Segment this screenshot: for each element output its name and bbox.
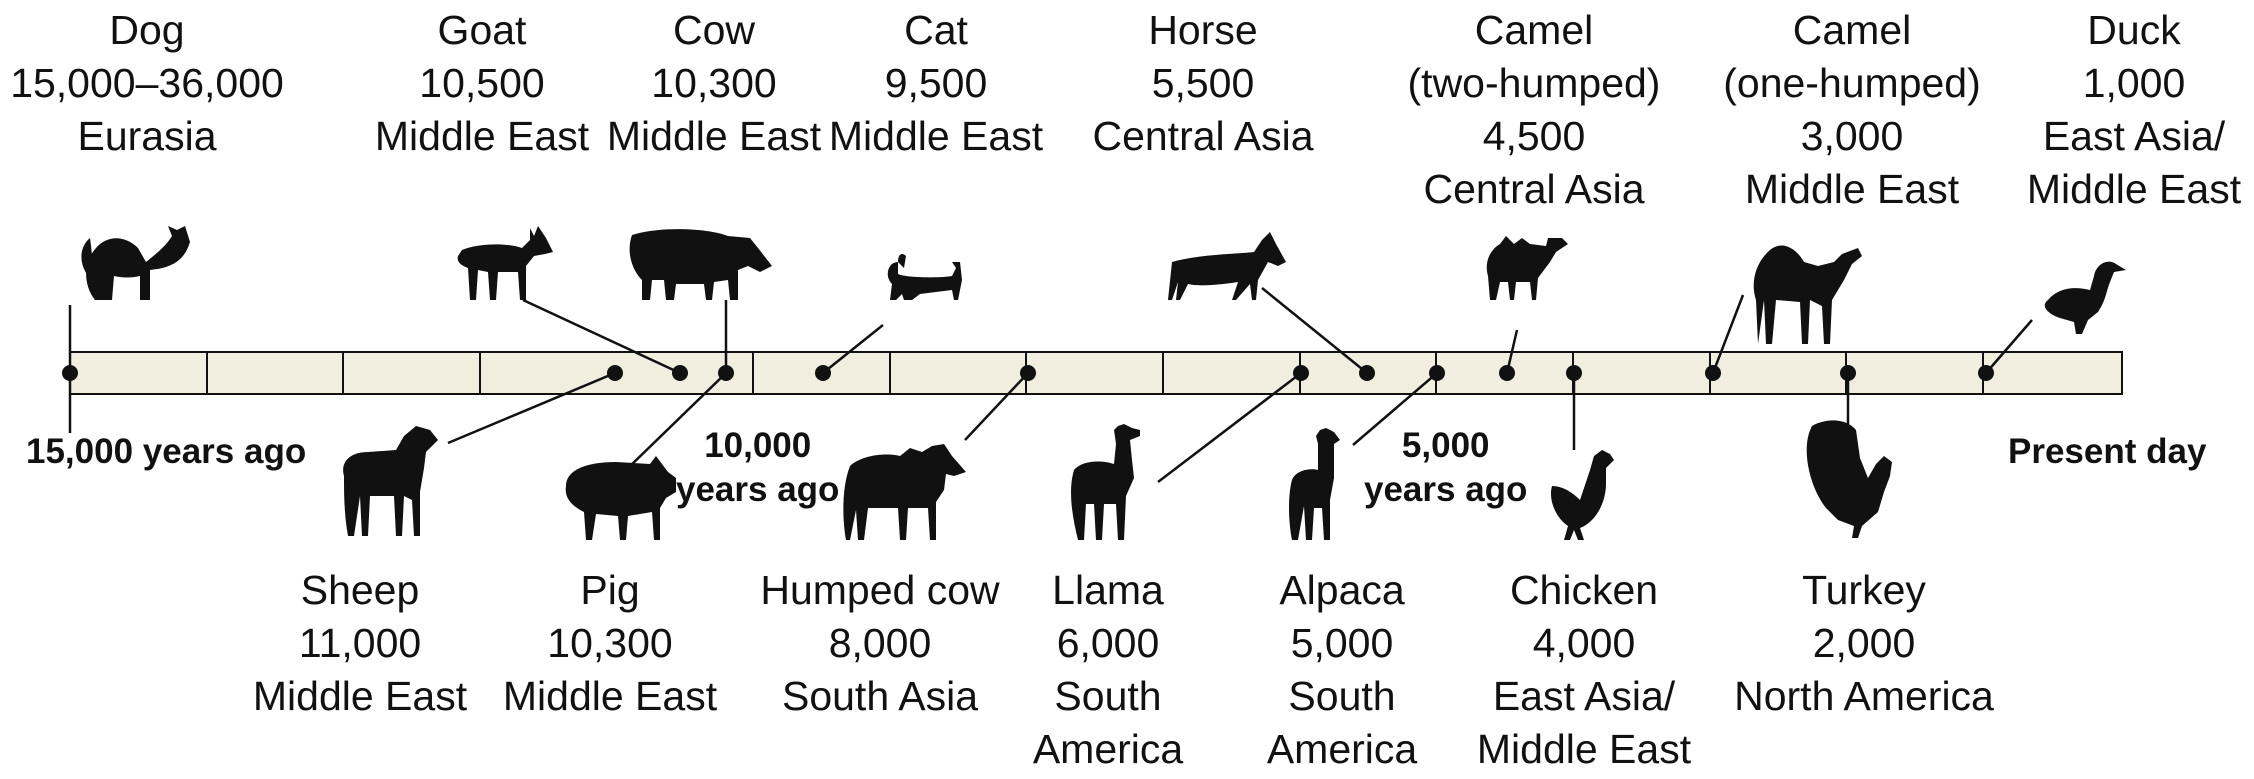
dot-cow-pig — [718, 365, 734, 381]
axis-label-10000-value: 10,000 — [676, 424, 839, 468]
cat-icon — [888, 254, 962, 300]
dot-goat — [672, 365, 688, 381]
dot-llama — [1293, 365, 1309, 381]
dot-dog — [62, 365, 78, 381]
dot-chicken — [1566, 365, 1582, 381]
dot-humped-cow — [1020, 365, 1036, 381]
label-turkey-name: Turkey — [1654, 564, 2074, 617]
dog-icon — [81, 226, 190, 300]
cow-icon — [630, 229, 772, 300]
timeline-bar — [70, 352, 2122, 394]
duck-icon — [2045, 262, 2126, 334]
dot-cat — [815, 365, 831, 381]
label-duck-name: Duck — [1924, 4, 2254, 57]
dot-horse — [1359, 365, 1375, 381]
label-turkey: Turkey 2,000 North America — [1654, 564, 2074, 723]
axis-label-10000-unit: years ago — [676, 468, 839, 512]
goat-icon — [458, 226, 553, 300]
horse-icon — [1168, 232, 1286, 300]
dot-camel-one-humped — [1705, 365, 1721, 381]
dot-sheep — [607, 365, 623, 381]
dromedary-camel-icon — [1754, 246, 1862, 344]
dot-turkey — [1840, 365, 1856, 381]
label-turkey-region: North America — [1654, 670, 2074, 723]
label-duck-region-2: Middle East — [1924, 163, 2254, 216]
llama-icon — [1071, 424, 1140, 540]
axis-label-5000-value: 5,000 — [1364, 424, 1527, 468]
label-duck-years: 1,000 — [1924, 57, 2254, 110]
dot-alpaca — [1429, 365, 1445, 381]
alpaca-icon — [1289, 428, 1340, 540]
turkey-icon — [1807, 420, 1892, 538]
dot-duck — [1978, 365, 1994, 381]
dot-camel-two-humped — [1499, 365, 1515, 381]
label-turkey-years: 2,000 — [1654, 617, 2074, 670]
axis-label-10000: 10,000 years ago — [676, 424, 839, 512]
label-duck: Duck 1,000 East Asia/ Middle East — [1924, 4, 2254, 216]
axis-label-present: Present day — [2008, 430, 2206, 474]
pig-icon — [566, 456, 676, 540]
chicken-icon — [1551, 450, 1614, 540]
axis-label-5000-unit: years ago — [1364, 468, 1527, 512]
sheep-icon — [343, 426, 438, 536]
humped-cow-icon — [843, 444, 966, 540]
label-duck-region-1: East Asia/ — [1924, 110, 2254, 163]
axis-label-start: 15,000 years ago — [26, 430, 306, 474]
bactrian-camel-icon — [1487, 236, 1568, 300]
label-chicken-region-2: Middle East — [1374, 723, 1794, 776]
axis-label-5000: 5,000 years ago — [1364, 424, 1527, 512]
